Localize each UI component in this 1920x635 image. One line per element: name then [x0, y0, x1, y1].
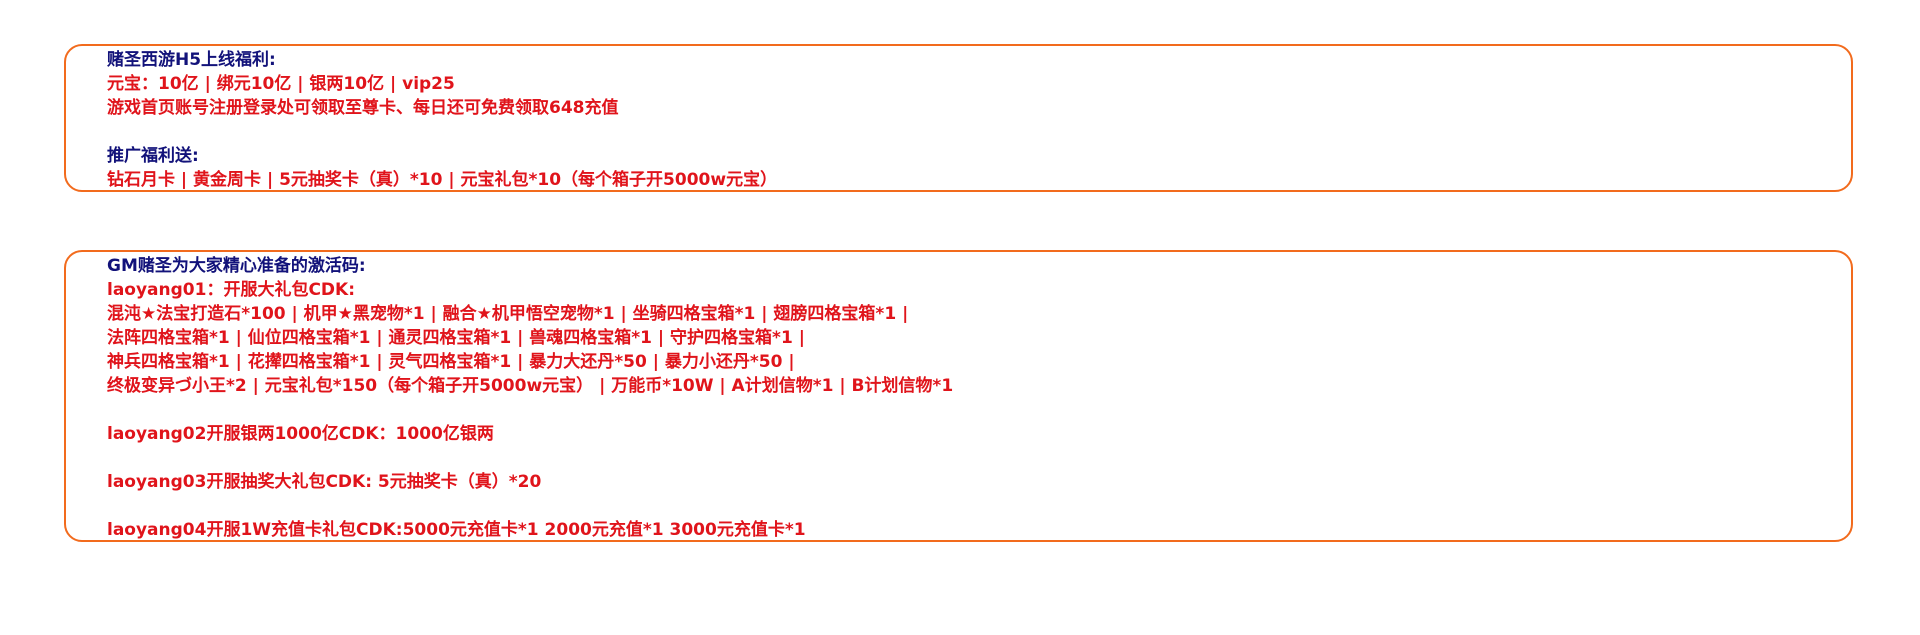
welfare-line-currency: 元宝：10亿 | 绑元10亿 | 银两10亿 | vip25 [107, 74, 455, 94]
spacer [107, 446, 1851, 470]
code1-line-1: 混沌★法宝打造石*100 | 机甲★黑宠物*1 | 融合★机甲悟空宠物*1 | … [107, 304, 909, 324]
code3-line: laoyang03开服抽奖大礼包CDK: 5元抽奖卡（真）*20 [107, 472, 542, 492]
welfare-box: 赌圣西游H5上线福利: 元宝：10亿 | 绑元10亿 | 银两10亿 | vip… [64, 44, 1853, 192]
code2-line: laoyang02开服银两1000亿CDK：1000亿银两 [107, 424, 494, 444]
spacer [107, 494, 1851, 518]
code1-line-3: 神兵四格宝箱*1 | 花撵四格宝箱*1 | 灵气四格宝箱*1 | 暴力大还丹*5… [107, 352, 795, 372]
code1-line-4: 终极变异づ小王*2 | 元宝礼包*150（每个箱子开5000w元宝） | 万能币… [107, 376, 954, 396]
code4-line: laoyang04开服1W充值卡礼包CDK:5000元充值卡*1 2000元充值… [107, 520, 806, 540]
spacer [107, 398, 1851, 422]
welfare-title: 赌圣西游H5上线福利: [107, 50, 276, 70]
promo-title: 推广福利送: [107, 146, 199, 166]
spacer [107, 120, 1851, 144]
welfare-line-login: 游戏首页账号注册登录处可领取至尊卡、每日还可免费领取648充值 [107, 98, 619, 118]
promo-line: 钻石月卡 | 黄金周卡 | 5元抽奖卡（真）*10 | 元宝礼包*10（每个箱子… [107, 170, 778, 190]
activation-title: GM赌圣为大家精心准备的激活码: [107, 256, 366, 276]
activation-code-box: GM赌圣为大家精心准备的激活码: laoyang01：开服大礼包CDK: 混沌★… [64, 250, 1853, 542]
code1-line-2: 法阵四格宝箱*1 | 仙位四格宝箱*1 | 通灵四格宝箱*1 | 兽魂四格宝箱*… [107, 328, 805, 348]
code1-title: laoyang01：开服大礼包CDK: [107, 280, 356, 300]
